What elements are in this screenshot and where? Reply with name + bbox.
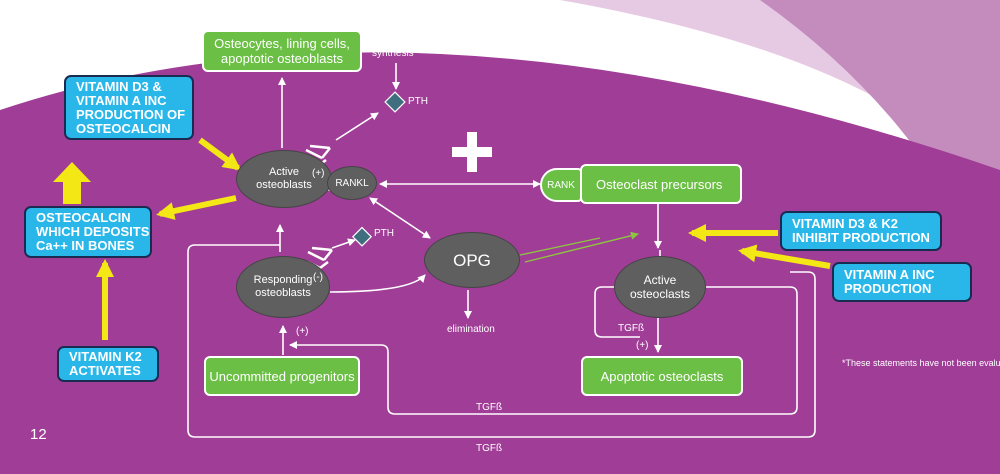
active-osteoblasts-label: Active osteoblasts — [256, 166, 312, 191]
page-number: 12 — [30, 426, 47, 443]
callout-k2: VITAMIN K2 ACTIVATES — [57, 346, 159, 382]
elimination-label: elimination — [447, 324, 495, 335]
pth-top-label: PTH — [408, 96, 428, 107]
apoptotic-osteoclasts-label: Apoptotic osteoclasts — [600, 368, 724, 384]
yellow-arrow-to-osteocalcin — [156, 195, 237, 220]
rankl-oval: RANKL — [327, 166, 377, 200]
plus-apoptotic-label: (+) — [636, 340, 649, 351]
osteoclast-self-loop — [594, 286, 640, 338]
rankl-label: RANKL — [335, 177, 369, 189]
arrow-to-pth-mid — [331, 238, 356, 249]
osteocytes-label: Osteocytes, lining cells, apoptotic oste… — [214, 36, 350, 66]
arrow-responding-opg — [329, 274, 426, 293]
opg-inhibit-line-1 — [519, 237, 601, 256]
active-osteoblasts-oval: Active osteoblasts — [236, 150, 332, 208]
minus-responding-label: (-) — [313, 272, 323, 283]
yellow-arrow-vitamin-a — [738, 244, 831, 269]
callout-d3-k2-inhibit: VITAMIN D3 & K2 INHIBIT PRODUCTION — [780, 211, 942, 251]
arrow-rankl-opg — [369, 197, 431, 239]
callout-osteocalcin: OSTEOCALCIN WHICH DEPOSITS Ca++ IN BONES — [24, 206, 152, 258]
tgfb-osteoclast-label: TGFß — [618, 323, 645, 334]
pth-diamond-top-icon — [384, 91, 406, 113]
osteoclast-precursors-box: Osteoclast precursors — [580, 164, 742, 204]
tgfb-outer-label: TGFß — [476, 443, 503, 454]
opg-label: OPG — [453, 250, 491, 270]
callout-vitamin-a: VITAMIN A INC PRODUCTION — [832, 262, 972, 302]
inner-tgfb-loop — [289, 286, 798, 415]
big-plus-horizontal — [452, 147, 492, 157]
osteocytes-box: Osteocytes, lining cells, apoptotic oste… — [202, 30, 362, 72]
responding-osteoblasts-label: Responding osteoblasts — [253, 274, 313, 299]
callout-d3-a-osteocalcin-text: VITAMIN D3 & VITAMIN A INC PRODUCTION OF… — [76, 78, 186, 136]
callout-d3-a-osteocalcin: VITAMIN D3 & VITAMIN A INC PRODUCTION OF… — [64, 75, 194, 140]
responding-osteoblasts-oval: Responding osteoblasts — [236, 256, 330, 318]
callout-vitamin-a-text: VITAMIN A INC PRODUCTION — [844, 267, 935, 296]
plus-active-label: (+) — [312, 168, 325, 179]
rank-label: RANK — [547, 179, 575, 191]
apoptotic-osteoclasts-box: Apoptotic osteoclasts — [581, 356, 743, 396]
opg-inhibit-line-2 — [524, 231, 639, 263]
tgfb-inner-label: TGFß — [476, 402, 503, 413]
synthesis-label: synthesis — [372, 48, 414, 59]
fda-disclaimer: *These statements have not been evaluate… — [842, 358, 1000, 368]
plus-uncommitted-label: (+) — [296, 326, 309, 337]
active-osteoclasts-oval: Active osteoclasts — [614, 256, 706, 318]
osteoclast-precursors-label: Osteoclast precursors — [596, 176, 723, 192]
uncommitted-progenitors-label: Uncommitted progenitors — [209, 368, 355, 384]
pth-diamond-mid-icon — [351, 226, 373, 247]
yellow-arrow-to-osteoblasts — [198, 137, 242, 171]
callout-osteocalcin-text: OSTEOCALCIN WHICH DEPOSITS Ca++ IN BONES — [36, 210, 150, 253]
callout-k2-text: VITAMIN K2 ACTIVATES — [69, 349, 142, 378]
corner-mid-swoosh — [760, 0, 1000, 300]
opg-oval: OPG — [424, 232, 520, 288]
active-osteoclasts-label: Active osteoclasts — [629, 273, 691, 301]
pth-mid-label: PTH — [374, 228, 394, 239]
yellow-up-arrow-big-icon — [53, 162, 91, 204]
callout-d3-k2-inhibit-text: VITAMIN D3 & K2 INHIBIT PRODUCTION — [792, 216, 930, 245]
arrow-to-pth-top — [335, 112, 379, 141]
rank-receptor: RANK — [540, 168, 582, 202]
uncommitted-progenitors-box: Uncommitted progenitors — [204, 356, 360, 396]
